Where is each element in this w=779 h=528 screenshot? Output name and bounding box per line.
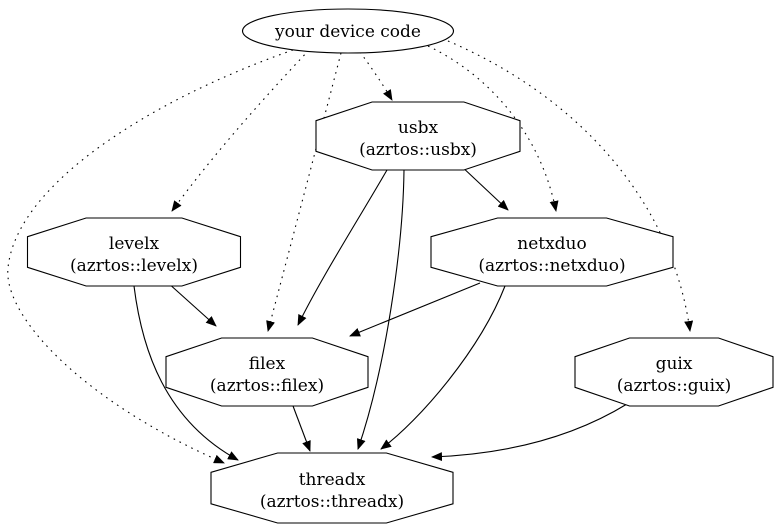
node-threadx-label-line1: threadx [299,470,366,490]
edge-netxduo-filex [349,282,481,337]
node-usbx: usbx(azrtos::usbx) [315,101,521,171]
node-usbx-label-line1: usbx [398,118,439,138]
node-device_code: your device code [241,8,455,54]
edges-layer [7,40,694,464]
edge-levelx-threadx [133,285,239,461]
edge-usbx-filex [297,169,388,326]
edge-device_code-guix [447,40,694,332]
node-filex-label-line1: filex [249,354,286,374]
node-netxduo-label-line1: netxduo [517,234,587,254]
edge-filex-threadx [292,405,311,452]
node-threadx-label-line2: (azrtos::threadx) [260,492,404,512]
nodes-layer: your device codeusbx(azrtos::usbx)levelx… [26,8,774,524]
edge-device_code-usbx [359,51,393,101]
node-netxduo: netxduo(azrtos::netxduo) [430,217,674,287]
node-filex: filex(azrtos::filex) [165,337,369,407]
edge-device_code-netxduo [427,45,559,212]
node-threadx: threadx(azrtos::threadx) [210,452,454,524]
node-usbx-label-line2: (azrtos::usbx) [359,140,477,160]
usbx-octagon-shape [315,101,521,171]
node-guix-label-line2: (azrtos::guix) [617,376,732,396]
edge-usbx-threadx [356,169,405,450]
threadx-octagon-shape [210,452,454,524]
edge-usbx-netxduo [458,163,509,211]
node-guix-label-line1: guix [656,354,693,374]
levelx-octagon-shape [26,217,242,287]
node-guix: guix(azrtos::guix) [574,337,774,407]
edge-device_code-levelx [171,49,310,212]
filex-octagon-shape [165,337,369,407]
guix-octagon-shape [574,337,774,407]
edge-netxduo-threadx [380,285,506,450]
node-levelx: levelx(azrtos::levelx) [26,217,242,287]
device_code-ellipse-shape [241,8,455,54]
edge-device_code-filex [266,52,342,332]
node-netxduo-label-line2: (azrtos::netxduo) [478,256,625,276]
node-device_code-label-line1: your device code [274,22,421,42]
node-levelx-label-line1: levelx [109,234,160,254]
netxduo-octagon-shape [430,217,674,287]
node-levelx-label-line2: (azrtos::levelx) [70,256,198,276]
node-filex-label-line2: (azrtos::filex) [210,376,324,396]
edge-levelx-filex [166,281,217,327]
edge-guix-threadx [431,403,628,462]
